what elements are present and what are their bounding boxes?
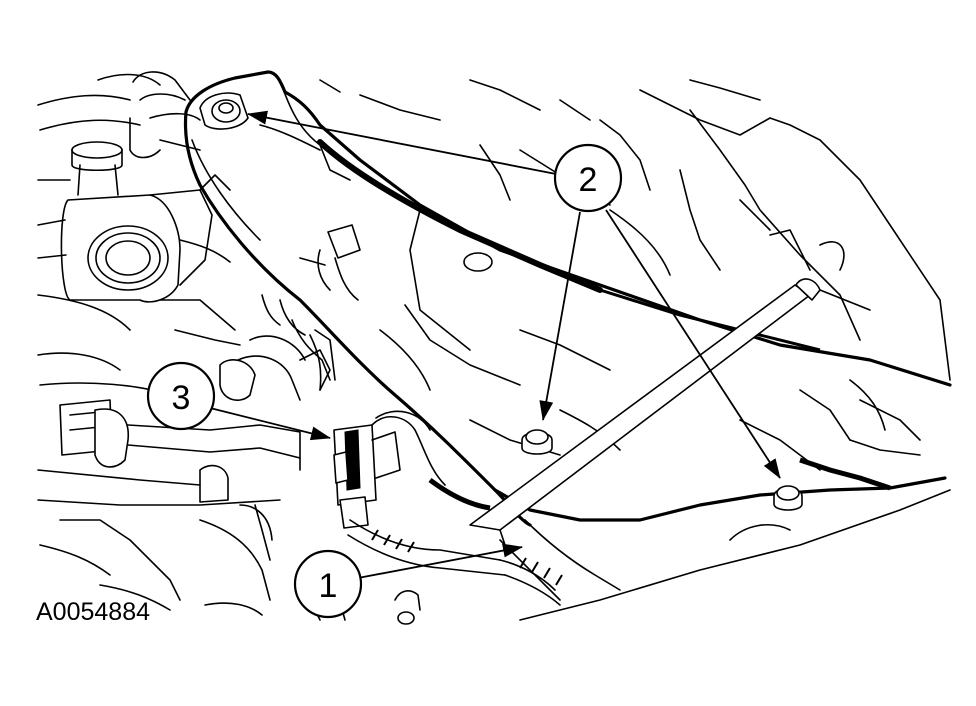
crossmember-bar xyxy=(469,278,871,546)
callout-1-number: 1 xyxy=(319,567,338,605)
callout-3-number: 3 xyxy=(172,379,191,417)
nut-center xyxy=(521,429,553,455)
callout-2-number: 2 xyxy=(579,161,598,199)
nut-top xyxy=(211,99,241,123)
callout-leaders xyxy=(205,110,781,579)
figure-id-label: A0054884 xyxy=(36,598,151,626)
electrical-connector xyxy=(333,410,446,529)
nut-right xyxy=(773,485,803,511)
callout-1: 1 xyxy=(293,549,363,619)
callout-2: 2 xyxy=(553,143,623,213)
callout-3: 3 xyxy=(146,361,216,431)
engine-background xyxy=(37,71,336,616)
